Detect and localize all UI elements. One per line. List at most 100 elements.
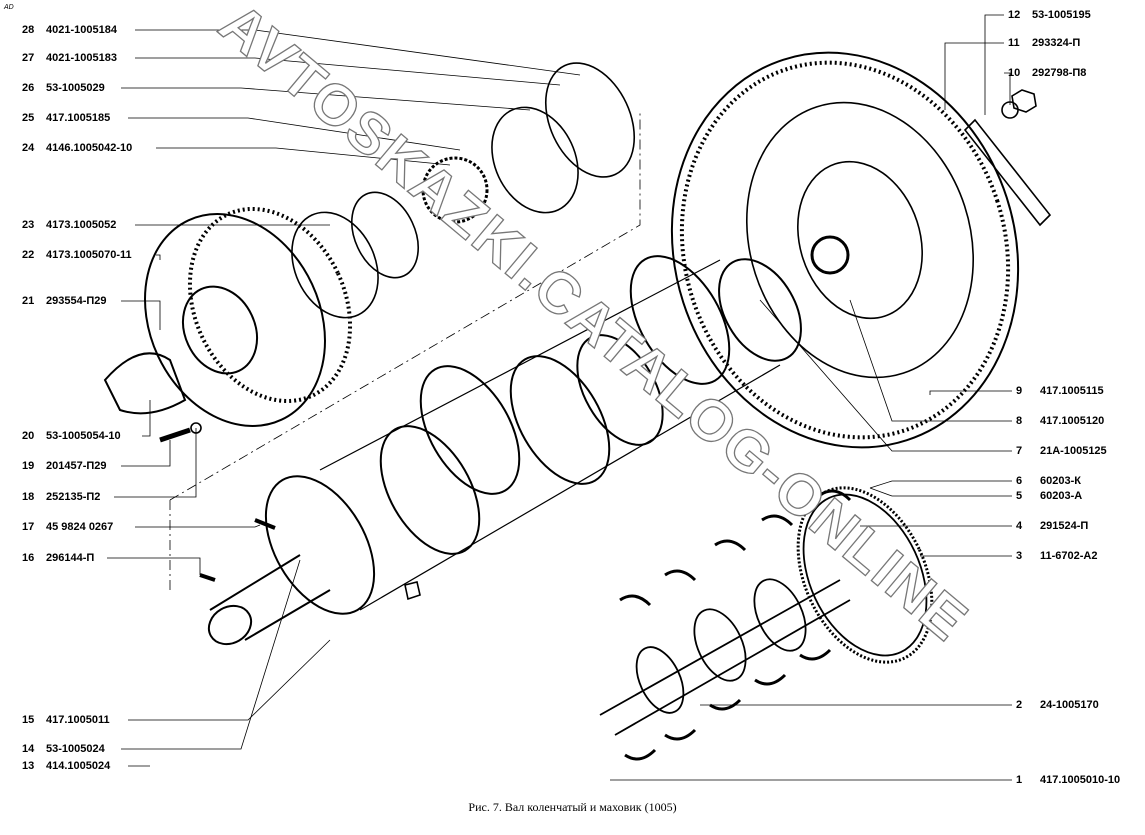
part-label-9: 9 417.1005115 <box>1016 385 1104 398</box>
part-label-14: 14 53-1005024 <box>22 743 105 756</box>
leader-line-15 <box>128 639 331 721</box>
part-code: 4021-1005183 <box>46 52 117 64</box>
leader-line-22 <box>156 254 161 260</box>
leader-line-16 <box>107 557 201 575</box>
part-number: 23 <box>22 219 35 231</box>
seal <box>351 191 419 279</box>
leader-line-8 <box>849 299 1012 422</box>
part-code: 53-1005024 <box>46 743 105 755</box>
plug <box>404 581 421 601</box>
part-number: 7 <box>1016 445 1023 457</box>
part-number: 17 <box>22 521 35 533</box>
part-code: 4021-1005184 <box>46 24 117 36</box>
leader-line-26 <box>121 87 531 111</box>
part-code: 296144-П <box>46 552 95 564</box>
part-number: 4 <box>1016 520 1023 532</box>
part-number: 15 <box>22 714 35 726</box>
part-code: 417.1005115 <box>1040 385 1104 397</box>
part-number: 28 <box>22 24 35 36</box>
ratchet <box>103 352 187 415</box>
leader-line-6 <box>869 480 1012 489</box>
nut <box>1011 89 1037 113</box>
part-label-13: 13 414.1005024 <box>22 760 110 773</box>
leader-line-25 <box>128 117 461 151</box>
part-number: 21 <box>22 295 35 307</box>
crankshaft <box>207 255 802 646</box>
part-code: 60203-А <box>1040 490 1083 502</box>
part-number: 3 <box>1016 550 1023 562</box>
part-label-6: 6 60203-К <box>1016 475 1081 488</box>
leader-line-28 <box>135 29 581 76</box>
part-number: 9 <box>1016 385 1023 397</box>
part-code: 414.1005024 <box>46 760 111 772</box>
part-number: 12 <box>1008 9 1021 21</box>
part-number: 27 <box>22 52 35 64</box>
part-code: 417.1005010-10 <box>1040 774 1121 786</box>
part-code: 11-6702-А2 <box>1040 550 1098 562</box>
part-number: 5 <box>1016 490 1023 502</box>
part-code: 201457-П29 <box>46 460 107 472</box>
part-number: 24 <box>22 142 35 154</box>
part-code: 53-1005029 <box>46 82 105 94</box>
figure-caption: Рис. 7. Вал коленчатый и маховик (1005) <box>468 800 677 814</box>
leader-line-20 <box>142 400 151 437</box>
oil-deflector <box>491 106 579 214</box>
part-number: 14 <box>22 743 35 755</box>
part-label-19: 19 201457-П29 <box>22 460 107 473</box>
part-number: 16 <box>22 552 35 564</box>
part-code: 252135-П2 <box>46 491 101 503</box>
part-code: 60203-К <box>1040 475 1081 487</box>
part-label-26: 26 53-1005029 <box>22 82 105 95</box>
part-label-12: 12 53-1005195 <box>1008 9 1091 22</box>
leader-line-9 <box>929 390 1012 395</box>
flywheel <box>670 51 1020 449</box>
part-code: 24-1005170 <box>1040 699 1099 711</box>
part-number: 19 <box>22 460 35 472</box>
bearing-shells <box>619 489 852 761</box>
lock-plate <box>963 118 1052 227</box>
leader-line-24 <box>156 147 451 166</box>
part-code: 4146.1005042-10 <box>46 142 133 154</box>
part-label-5: 5 60203-А <box>1016 490 1082 503</box>
part-code: 417.1005120 <box>1040 415 1105 427</box>
part-label-23: 23 4173.1005052 <box>22 219 116 232</box>
part-label-17: 17 45 9824 0267 <box>22 521 113 534</box>
leader-line-7 <box>759 299 1012 452</box>
leader-line-19 <box>121 440 171 467</box>
part-code: 53-1005195 <box>1032 9 1091 21</box>
part-code: 417.1005185 <box>46 112 111 124</box>
part-code: 21А-1005125 <box>1040 445 1107 457</box>
part-code: 45 9824 0267 <box>46 521 114 533</box>
leader-line-14 <box>121 559 301 750</box>
leader-line-27 <box>135 57 561 86</box>
leader-line-12 <box>984 14 1004 115</box>
leader-line-11 <box>944 42 1004 110</box>
leader-line-17 <box>135 524 261 528</box>
part-code: 4173.1005052 <box>46 219 117 231</box>
part-number: 22 <box>22 249 35 261</box>
part-number: 11 <box>1008 37 1020 49</box>
part-label-28: 28 4021-1005184 <box>22 24 117 37</box>
part-number: 26 <box>22 82 35 94</box>
keys <box>199 518 276 582</box>
leader-line-18 <box>114 428 197 498</box>
leader-line-21 <box>121 300 161 330</box>
part-number: 13 <box>22 760 35 772</box>
part-number: 1 <box>1016 774 1023 786</box>
part-number: 6 <box>1016 475 1023 487</box>
part-label-16: 16 296144-П <box>22 552 94 565</box>
bolt <box>159 427 191 443</box>
part-label-1: 1 417.1005010-10 <box>1016 774 1120 787</box>
part-number: 20 <box>22 430 35 442</box>
leader-line-10 <box>1004 72 1011 105</box>
sprocket <box>421 156 489 224</box>
part-label-3: 3 11-6702-А2 <box>1016 550 1098 563</box>
